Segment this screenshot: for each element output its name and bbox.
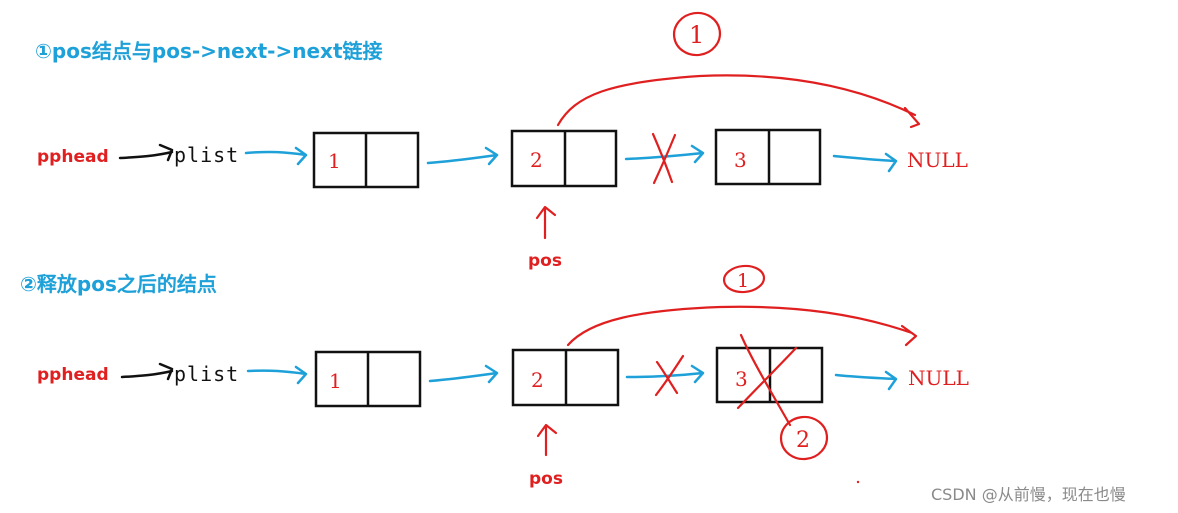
plist-arrow-row1 [244, 146, 308, 166]
annotation-label-2: 2 [796, 428, 810, 453]
pos-label-row2: pos [529, 469, 563, 489]
cross-mark-row1 [651, 132, 677, 185]
pphead-label-row1: pphead [37, 147, 109, 167]
pos-arrow-row1 [535, 205, 557, 240]
pos-label-row1: pos [528, 251, 562, 271]
annotation-circle-1-top: 1 [672, 11, 722, 57]
heading-step2: ②释放pos之后的结点 [20, 272, 217, 296]
watermark: CSDN @从前慢，现在也慢 [931, 485, 1126, 504]
node-2-row1: 2 [510, 129, 618, 188]
null-label-row2: NULL [908, 366, 969, 390]
node-value: 1 [329, 369, 342, 393]
annotation-label-1-top: 1 [689, 21, 704, 49]
stray-dot [856, 480, 860, 484]
node-value: 1 [328, 149, 341, 173]
cross-mark-row2 [654, 354, 685, 397]
annotation-circle-1-bottom: 1 [722, 264, 766, 294]
pphead-label-row2: pphead [37, 365, 109, 385]
node-3-row2: 3 [715, 346, 824, 404]
node-2-row2: 2 [511, 348, 620, 407]
pphead-arrow-row1 [118, 143, 174, 162]
pphead-arrow-row2 [120, 362, 174, 381]
annotation-label-1-bottom: 1 [737, 270, 749, 292]
free-cross-mark [736, 333, 798, 427]
pos-arrow-row2 [536, 423, 558, 457]
node-value: 2 [531, 368, 544, 392]
link-arrow-3-null-row2 [834, 370, 898, 391]
link-arrow-3-null-row1 [832, 152, 898, 173]
node-3-row1: 3 [714, 128, 822, 186]
redirect-arc-row2 [566, 305, 918, 347]
node-1-row2: 1 [314, 350, 422, 408]
node-1-row1: 1 [312, 131, 420, 189]
plist-arrow-row2 [246, 365, 308, 385]
heading-step1: ①pos结点与pos->next->next链接 [35, 39, 383, 63]
link-arrow-1-2-row2 [428, 364, 499, 384]
link-arrow-1-2-row1 [426, 146, 499, 166]
link-arrow-2-3-row2 [625, 364, 705, 384]
redirect-arc-row1 [556, 74, 921, 129]
annotation-circle-2: 2 [779, 415, 829, 461]
plist-label-row2: plist [174, 362, 239, 386]
node-value: 3 [735, 367, 748, 391]
null-label-row1: NULL [907, 148, 968, 172]
node-value: 3 [734, 148, 747, 172]
plist-label-row1: plist [174, 143, 239, 167]
node-value: 2 [530, 148, 543, 172]
